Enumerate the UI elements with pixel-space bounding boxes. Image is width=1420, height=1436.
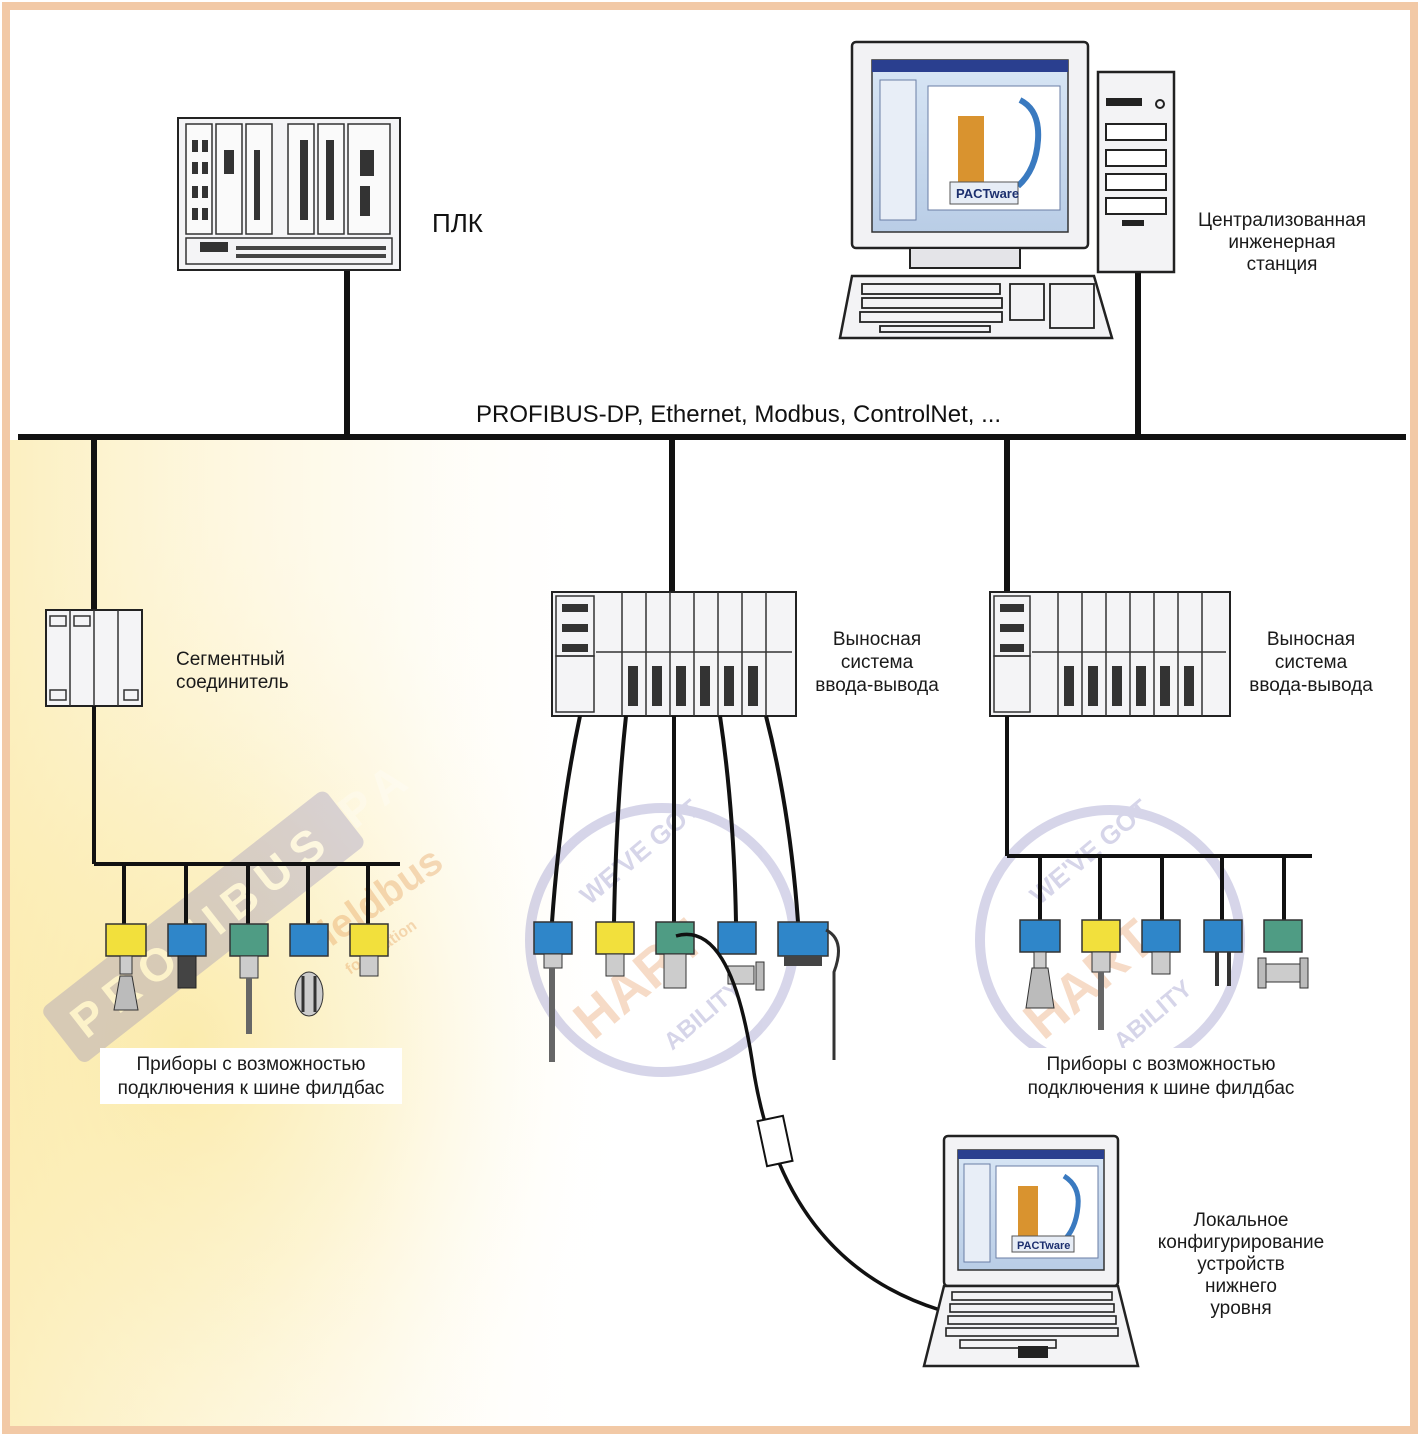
left-fieldbus-line [92,706,400,924]
keyboard [838,274,1114,340]
remote-io-2-label-line-1: Выносная [1267,629,1355,650]
laptop: PACTware [922,1134,1140,1368]
middle-devices [533,921,840,1062]
device-flowmeter-green [1257,919,1309,989]
remote-io-2 [989,591,1231,717]
device-fork-blue [289,923,329,1017]
station-screen-logo: PACTware [956,186,1019,201]
bus-label-bg [470,396,1060,428]
remote-io-1-cables [550,715,800,923]
device-level-yellow [349,923,389,977]
left-devices-label: Приборы с возможностью подключения к шин… [118,1054,385,1099]
device-flowmeter-blue [717,921,765,991]
laptop-label-line-5: уровня [1210,1298,1271,1319]
right-devices [1019,919,1309,1030]
laptop-cable [675,932,941,1312]
right-fieldbus-line [1005,716,1312,920]
device-pressure-blue-2 [1141,919,1181,975]
right-devices-label-line-1: Приборы с возможностью [1046,1054,1275,1075]
device-pressure-blue [167,923,207,989]
station-label: Централизованная инженерная станция [1198,210,1366,275]
system-unit [1096,70,1176,274]
main-bus [18,270,1406,610]
remote-io-1-label: Выносная система ввода-вывода [815,629,939,696]
device-probe-yellow [1081,919,1121,1030]
laptop-label-line-1: Локальное [1194,1210,1289,1231]
device-fork-blue-2 [1203,919,1243,986]
monitor: PACTware [850,40,1090,269]
remote-io-1-label-line-3: ввода-вывода [815,675,939,696]
laptop-label-line-2: конфигурирование [1158,1232,1324,1253]
cable-modem [756,1114,794,1168]
plc-label: ПЛК [432,208,483,238]
device-sensor-blue [777,921,840,1060]
engineering-station: PACTware [838,40,1176,340]
segment-label-line-1: Сегментный [176,649,285,670]
segment-label-line-2: соединитель [176,672,289,693]
device-probe-green [229,923,269,1034]
laptop-label: Локальное конфигурирование устройств ниж… [1158,1210,1324,1319]
remote-io-1-label-line-2: система [841,652,914,673]
device-temp-yellow [595,921,635,977]
remote-io-2-label: Выносная система ввода-вывода [1249,629,1373,696]
device-radar-blue [1019,919,1061,1009]
segment-coupler [45,609,143,707]
right-devices-label-bg [1010,1048,1312,1104]
left-devices-label-line-1: Приборы с возможностью [136,1054,365,1075]
device-probe-blue-long [533,921,573,1062]
remote-io-2-label-line-3: ввода-вывода [1249,675,1373,696]
device-flow-green [655,921,695,989]
device-radar-yellow [105,923,147,1011]
laptop-label-line-4: нижнего [1205,1276,1277,1297]
right-devices-label: Приборы с возможностью подключения к шин… [1028,1054,1295,1099]
station-label-line-2: инженерная [1228,232,1335,253]
right-devices-label-line-2: подключения к шине филдбас [1028,1078,1295,1099]
left-devices [105,923,389,1034]
station-label-line-1: Централизованная [1198,210,1366,231]
remote-io-1 [551,591,797,717]
station-label-line-3: станция [1247,254,1318,275]
bus-label: PROFIBUS-DP, Ethernet, Modbus, ControlNe… [476,401,1001,428]
left-devices-label-line-2: подключения к шине филдбас [118,1078,385,1099]
left-devices-label-bg [100,1048,402,1104]
plc-rack [177,117,401,271]
laptop-screen-logo: PACTware [1017,1240,1070,1252]
laptop-label-line-3: устройств [1197,1254,1285,1275]
segment-label: Сегментный соединитель [176,649,289,693]
remote-io-1-label-line-1: Выносная [833,629,921,650]
remote-io-2-label-line-2: система [1275,652,1348,673]
